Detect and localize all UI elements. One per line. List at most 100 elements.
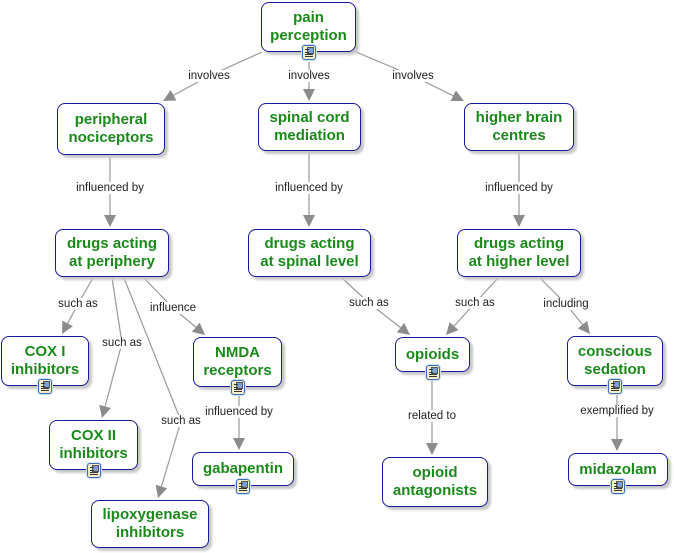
text-line: [304, 49, 309, 50]
text-line: [428, 376, 437, 377]
link-line: [104, 342, 123, 407]
arrowhead-icon: [577, 320, 590, 334]
concept-label: peripheral nociceptors: [68, 111, 154, 146]
text-line: [428, 374, 437, 375]
concept-node-gaba[interactable]: gabapentin: [192, 452, 294, 494]
concept-label: COX II inhibitors: [59, 427, 128, 462]
link-label: exemplified by: [579, 405, 655, 417]
concept-node-dhigher[interactable]: drugs acting at higher level: [457, 229, 581, 277]
concept-label: drugs acting at periphery: [66, 235, 157, 270]
text-line: [41, 390, 49, 391]
concept-label: drugs acting at spinal level: [260, 235, 359, 270]
resource-document-icon[interactable]: [86, 463, 101, 478]
arrowhead-icon: [446, 322, 459, 335]
text-line: [233, 389, 242, 390]
link-label: such as: [101, 337, 143, 349]
resource-document-icon[interactable]: [611, 479, 625, 494]
concept-node-dperiph[interactable]: drugs acting at periphery: [55, 229, 169, 277]
arrowhead-icon: [303, 89, 315, 101]
text-line: [611, 390, 619, 391]
link-label: influenced by: [75, 182, 145, 194]
text-line: [614, 488, 622, 489]
concept-node-antag[interactable]: opioid antagonists: [382, 457, 488, 507]
text-line: [239, 483, 243, 484]
arrowhead-icon: [450, 90, 464, 102]
image-thumbnail-icon: [306, 47, 314, 54]
concept-label: drugs acting at higher level: [468, 235, 570, 270]
resource-document-icon[interactable]: [38, 379, 52, 394]
concept-node-cox2[interactable]: COX II inhibitors: [49, 420, 138, 478]
text-line: [428, 372, 433, 373]
image-thumbnail-icon: [241, 481, 248, 488]
concept-node-higher[interactable]: higher brain centres: [464, 103, 574, 151]
text-line: [239, 488, 247, 489]
link-label: related to: [407, 410, 457, 422]
concept-node-dspinal[interactable]: drugs acting at spinal level: [248, 229, 371, 277]
concept-label: gabapentin: [202, 460, 283, 477]
text-line: [428, 369, 433, 370]
resource-document-icon[interactable]: [608, 379, 622, 394]
concept-label: lipoxygenase inhibitors: [102, 506, 198, 541]
concept-label: spinal cord mediation: [269, 109, 350, 144]
image-thumbnail-icon: [43, 381, 50, 388]
text-line: [89, 472, 98, 473]
link-dperiph-lipox: [123, 277, 182, 498]
text-line: [239, 486, 243, 487]
concept-node-periph[interactable]: peripheral nociceptors: [57, 103, 165, 155]
image-thumbnail-icon: [613, 381, 620, 388]
text-line: [233, 387, 238, 388]
concept-label: opioid antagonists: [392, 464, 478, 499]
concept-label: COX I inhibitors: [10, 343, 80, 378]
arrowhead-icon: [233, 438, 245, 450]
concept-node-cox1[interactable]: COX I inhibitors: [1, 336, 89, 394]
text-line: [41, 386, 45, 387]
concept-node-lipox[interactable]: lipoxygenase inhibitors: [91, 500, 209, 548]
link-label: influenced by: [204, 406, 274, 418]
link-label: involves: [187, 70, 231, 82]
resource-document-icon[interactable]: [425, 365, 440, 380]
text-line: [89, 470, 94, 471]
link-sedation-midaz: [611, 394, 623, 451]
image-thumbnail-icon: [91, 465, 99, 472]
concept-node-pain[interactable]: pain perception: [261, 2, 356, 60]
arrowhead-icon: [611, 439, 623, 451]
arrowhead-icon: [303, 215, 315, 227]
arrowhead-icon: [104, 215, 116, 227]
link-label: such as: [57, 298, 99, 310]
text-line: [41, 383, 45, 384]
arrowhead-icon: [99, 404, 111, 418]
text-line: [304, 52, 309, 53]
resource-document-icon[interactable]: [236, 479, 250, 494]
link-label: influence: [148, 302, 198, 314]
text-line: [233, 391, 242, 392]
arrowhead-icon: [396, 322, 410, 335]
concept-node-opioids[interactable]: opioids: [395, 337, 470, 380]
concept-label: pain perception: [270, 9, 347, 44]
link-label: such as: [454, 297, 496, 309]
text-line: [233, 384, 238, 385]
link-line: [123, 277, 182, 422]
concept-node-midaz[interactable]: midazolam: [568, 453, 668, 494]
link-nmda-gaba: [233, 395, 245, 450]
image-thumbnail-icon: [616, 481, 623, 488]
link-label: involves: [287, 70, 331, 82]
arrowhead-icon: [62, 320, 73, 334]
resource-document-icon[interactable]: [301, 45, 316, 60]
link-line: [160, 420, 182, 487]
text-line: [304, 56, 313, 57]
link-label: influenced by: [274, 182, 344, 194]
concept-label: conscious sedation: [577, 343, 653, 378]
resource-document-icon[interactable]: [230, 380, 245, 395]
text-line: [611, 386, 615, 387]
arrowhead-icon: [191, 322, 205, 335]
text-line: [611, 388, 619, 389]
image-thumbnail-icon: [235, 382, 243, 389]
text-line: [614, 490, 622, 491]
concept-node-spinal[interactable]: spinal cord mediation: [258, 103, 361, 151]
concept-node-nmda[interactable]: NMDA receptors: [193, 337, 282, 395]
link-label: influenced by: [484, 182, 554, 194]
concept-node-sedation[interactable]: conscious sedation: [567, 336, 663, 394]
link-dperiph-cox2: [99, 277, 123, 418]
text-line: [89, 474, 98, 475]
link-line: [111, 277, 123, 344]
